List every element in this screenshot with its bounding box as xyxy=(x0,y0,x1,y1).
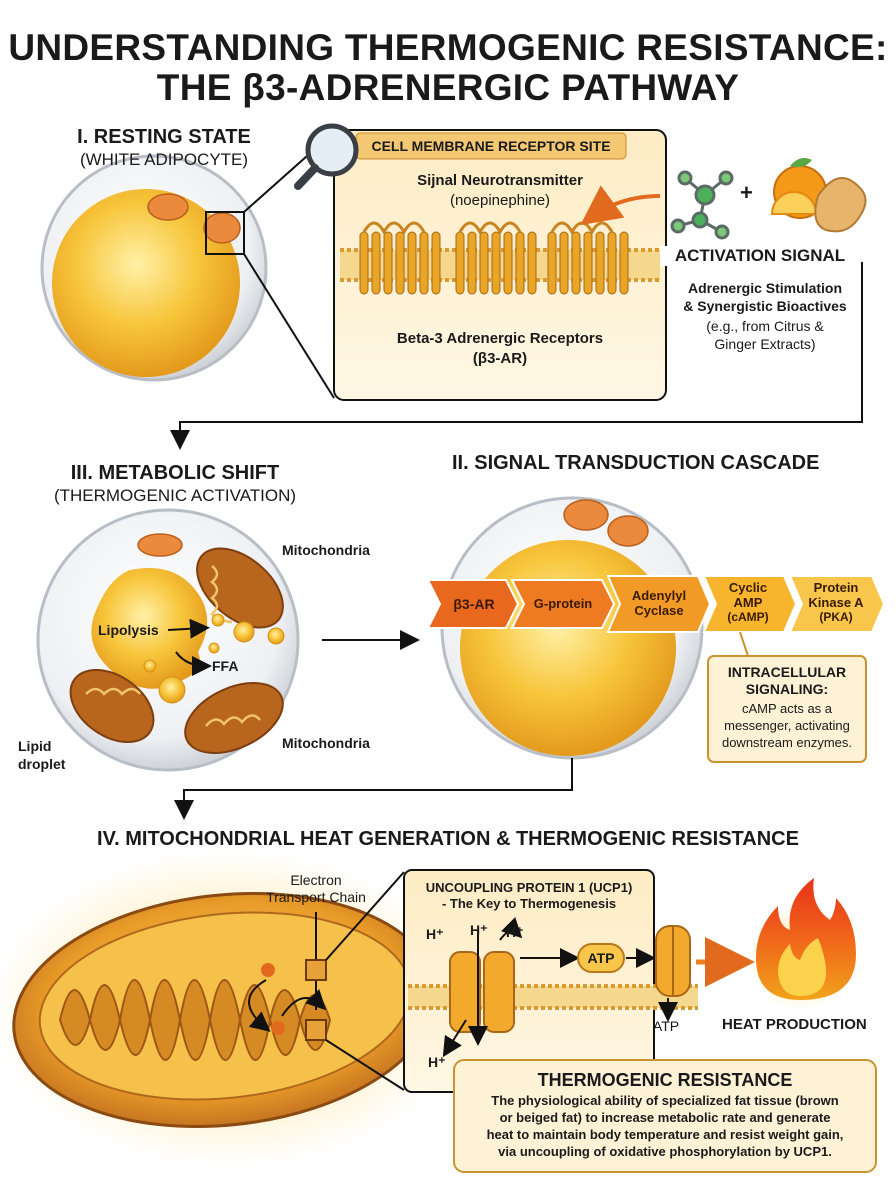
atp-label: ATP xyxy=(652,1018,680,1034)
flame-icon xyxy=(748,878,856,1010)
mitochondria-label-bottom: Mitochondria xyxy=(282,735,370,751)
cascade-step-camp-1: Cyclic xyxy=(728,580,768,595)
activation-line2: & Synergistic Bioactives xyxy=(683,298,847,314)
receptors-label-line2: (β3-AR) xyxy=(472,350,528,367)
neurotransmitter-title: Sijnal Neurotransmitter xyxy=(417,172,583,189)
proton-label-4: H⁺ xyxy=(428,1054,446,1070)
ucp-title-line1: UNCOUPLING PROTEIN 1 (UCP1) xyxy=(425,880,633,895)
section3-subheading: (THERMOGENIC ACTIVATION) xyxy=(53,486,297,505)
section3-heading: III. METABOLIC SHIFT xyxy=(70,462,280,484)
connector-arrow-1 xyxy=(170,262,863,450)
ucp-title-line2: - The Key to Thermogenesis xyxy=(441,896,617,911)
activation-line4: Ginger Extracts) xyxy=(714,336,816,352)
proton-curl-arrow xyxy=(499,917,523,941)
zoom-line-ucp-top xyxy=(325,871,405,961)
beta3-receptors xyxy=(359,221,629,295)
activation-title: ACTIVATION SIGNAL xyxy=(660,246,860,266)
large-mitochondrion xyxy=(12,892,438,1128)
proton-label-1: H⁺ xyxy=(426,926,444,942)
callout-line2: messenger, activating xyxy=(724,718,850,733)
activated-cell xyxy=(36,508,300,772)
zoom-line-bottom xyxy=(243,253,335,399)
proton-out-arrow xyxy=(442,1019,467,1058)
cascade-step-pka-1: Protein xyxy=(813,580,859,595)
section1-subheading: (WHITE ADIPOCYTE) xyxy=(79,150,249,169)
page-title-line2: THE β3-ADRENERGIC PATHWAY xyxy=(156,67,740,108)
connector-arrow-2 xyxy=(174,758,573,820)
ginger-icon xyxy=(814,177,867,233)
cascade-step-b3ar: β3-AR xyxy=(453,596,495,612)
cascade-chevrons xyxy=(426,575,886,633)
callout-line1: cAMP acts as a xyxy=(741,701,833,716)
molecule-icon xyxy=(670,170,734,240)
cascade-step-pka-3: (PKA) xyxy=(819,610,853,624)
atp-synthase xyxy=(655,925,691,1022)
resistance-title: THERMOGENIC RESISTANCE xyxy=(537,1070,793,1090)
callout-title-line1: INTRACELLULAR xyxy=(727,664,847,680)
resistance-line3: heat to maintain body temperature and re… xyxy=(486,1127,844,1142)
atp-badge-label: ATP xyxy=(587,950,615,966)
proton-label-3: H⁺ xyxy=(506,924,524,940)
ffa-label: FFA xyxy=(212,658,239,674)
etc-label-line1: Electron xyxy=(290,872,342,888)
lipid-droplet-label-line2: droplet xyxy=(18,756,66,772)
section2-heading: II. SIGNAL TRANSDUCTION CASCADE xyxy=(452,452,820,474)
section1-heading: I. RESTING STATE xyxy=(77,126,251,148)
activation-line3: (e.g., from Citrus & xyxy=(706,318,824,334)
callout-pointer xyxy=(739,631,749,657)
cascade-step-pka-2: Kinase A xyxy=(808,595,864,610)
page-title-line1: UNDERSTANDING THERMOGENIC RESISTANCE: xyxy=(8,27,888,68)
cascade-step-adenylyl-1: Adenylyl xyxy=(631,588,687,603)
zoom-line-ucp-bottom xyxy=(325,1039,405,1091)
mitochondria-label-top: Mitochondria xyxy=(282,542,370,558)
lipolysis-label: Lipolysis xyxy=(98,622,159,638)
receptor-site-header: CELL MEMBRANE RECEPTOR SITE xyxy=(371,138,611,154)
heat-production-label: HEAT PRODUCTION xyxy=(722,1016,867,1033)
resistance-line4: via uncoupling of oxidative phosphorylat… xyxy=(498,1144,832,1159)
plus-sign: + xyxy=(740,180,753,205)
proton-label-2: H⁺ xyxy=(470,922,488,938)
resistance-line1: The physiological ability of specialized… xyxy=(491,1093,839,1108)
section4-heading: IV. MITOCHONDRIAL HEAT GENERATION & THER… xyxy=(97,828,799,850)
callout-line3: downstream enzymes. xyxy=(721,735,853,750)
magnifier-icon xyxy=(294,123,359,190)
white-adipocyte xyxy=(40,154,268,382)
lipid-droplet-label-line1: Lipid xyxy=(18,738,52,754)
etc-label-line2: Transport Chain xyxy=(266,889,366,905)
ffa-arrow xyxy=(175,651,212,676)
signaling-callout-box xyxy=(707,655,867,763)
etc-complex xyxy=(248,912,327,1041)
lipolysis-arrow xyxy=(167,618,210,639)
callout-title-line2: SIGNALING: xyxy=(745,681,829,697)
neurotransmitter-sub: (noepinephine) xyxy=(449,192,551,209)
ucp1-channel xyxy=(449,951,515,1033)
signal-arrow xyxy=(580,185,661,226)
resistance-line2: or beiged fat) to increase metabolic rat… xyxy=(499,1110,831,1125)
activation-line1: Adrenergic Stimulation xyxy=(687,280,843,296)
cascade-step-gprotein: G-protein xyxy=(533,596,593,611)
receptors-label-line1: Beta-3 Adrenergic Receptors xyxy=(396,330,604,347)
cascade-step-camp-3: (cAMP) xyxy=(727,610,769,624)
cascade-step-camp-2: AMP xyxy=(733,595,763,610)
atp-badge-shape xyxy=(577,943,625,973)
cascade-step-adenylyl-2: Cyclase xyxy=(634,603,684,618)
resistance-box xyxy=(453,1059,877,1173)
